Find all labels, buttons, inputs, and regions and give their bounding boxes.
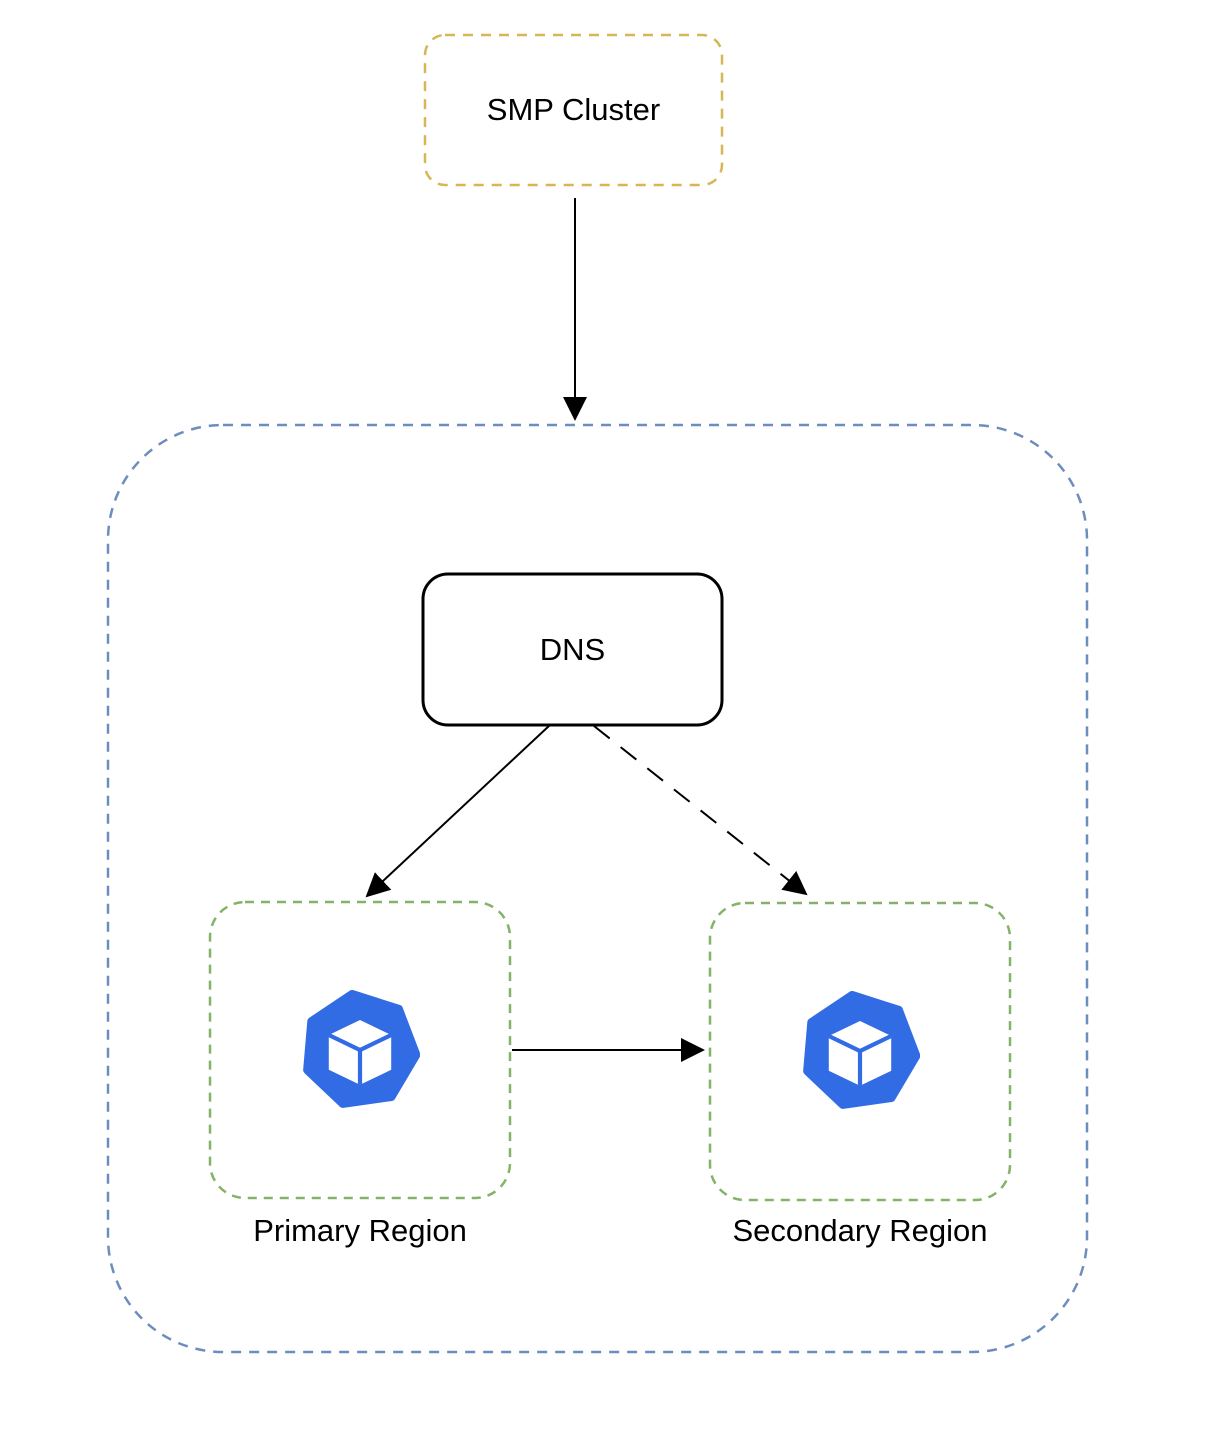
secondary-region-box [708, 901, 1012, 1202]
kubernetes-node-icon [803, 991, 920, 1109]
primary-region-box [208, 900, 512, 1200]
dns-box [421, 572, 724, 727]
edge-dns-to-primary [365, 724, 551, 898]
regions-container-box [106, 423, 1089, 1354]
smp-cluster-label: SMP Cluster [486, 92, 661, 128]
dns-label: DNS [539, 631, 606, 667]
smp-cluster-box [423, 33, 724, 187]
edge-dns-to-secondary [593, 725, 808, 896]
kubernetes-node-icon [303, 990, 420, 1108]
secondary-region-label: Secondary Region [732, 1212, 988, 1248]
primary-region-label: Primary Region [253, 1212, 467, 1248]
